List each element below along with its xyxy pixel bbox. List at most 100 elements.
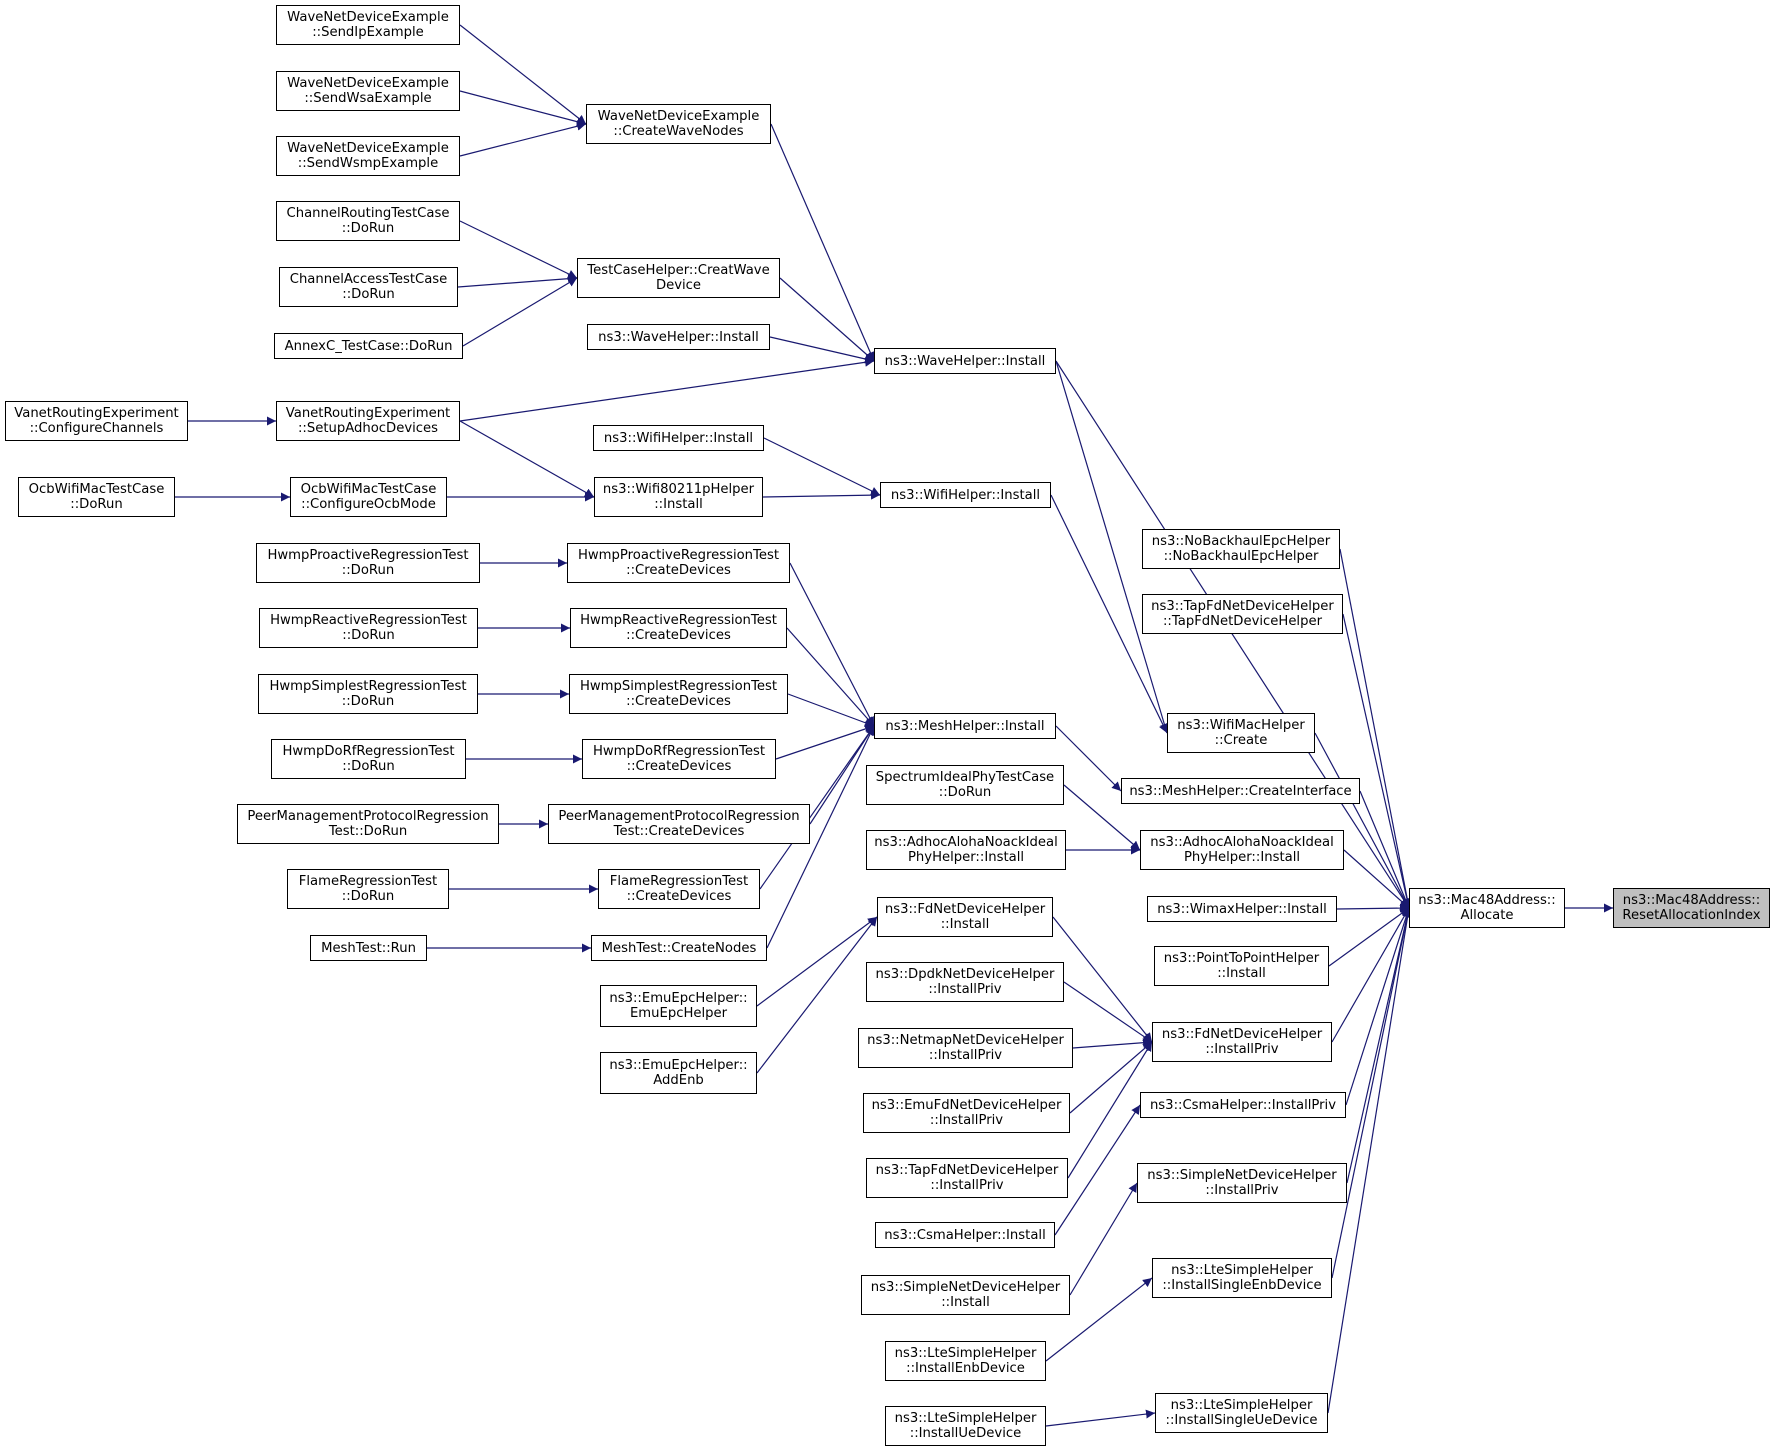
edge-n_emufd-to-n_fd_priv bbox=[1069, 1041, 1153, 1114]
node-dpdknetdevicehelper-installpriv[interactable]: ns3::DpdkNetDeviceHelper::InstallPriv bbox=[866, 962, 1064, 1002]
node-label-line: ChannelAccessTestCase bbox=[289, 272, 448, 287]
edge-n_adhoc-to-n_alloc bbox=[1343, 849, 1410, 909]
node-tapfdnetdevicehelper-installpriv[interactable]: ns3::TapFdNetDeviceHelper::InstallPriv bbox=[866, 1158, 1068, 1198]
node-meshhelper-createinterface[interactable]: ns3::MeshHelper::CreateInterface bbox=[1121, 778, 1360, 804]
node-ocbwifimactestcase-dorun[interactable]: OcbWifiMacTestCase::DoRun bbox=[18, 477, 175, 517]
node-channelaccesstestcase-dorun[interactable]: ChannelAccessTestCase::DoRun bbox=[279, 267, 458, 307]
edge-n_dpdk-to-n_fd_priv bbox=[1063, 981, 1153, 1043]
node-label-line: ::CreateDevices bbox=[626, 563, 731, 578]
node-label-line: ::TapFdNetDeviceHelper bbox=[1162, 614, 1322, 629]
node-hwmpproactiveregressiontest-createdevices[interactable]: HwmpProactiveRegressionTest::CreateDevic… bbox=[567, 543, 790, 583]
node-wavehelper-install[interactable]: ns3::WaveHelper::Install bbox=[874, 348, 1056, 374]
node-meshhelper-install[interactable]: ns3::MeshHelper::Install bbox=[874, 713, 1056, 739]
node-label-line: ns3::EmuEpcHelper:: bbox=[609, 991, 748, 1006]
edge-n_wave_inst-to-n_alloc bbox=[1055, 360, 1410, 909]
node-label-line: ::DoRun bbox=[341, 694, 395, 709]
node-channelroutingtestcase-dorun[interactable]: ChannelRoutingTestCase::DoRun bbox=[276, 201, 460, 241]
node-hwmpdorfregressiontest-createdevices[interactable]: HwmpDoRfRegressionTest::CreateDevices bbox=[582, 739, 776, 779]
node-meshtest-run[interactable]: MeshTest::Run bbox=[310, 935, 427, 961]
node-label-line: ns3::EmuEpcHelper:: bbox=[609, 1058, 748, 1073]
node-label-line: ::DoRun bbox=[342, 759, 395, 774]
node-label-line: ::InstallSingleEnbDevice bbox=[1162, 1278, 1322, 1293]
node-emuepchelper-addenb[interactable]: ns3::EmuEpcHelper::AddEnb bbox=[600, 1052, 757, 1094]
edge-n_lte_ue-to-n_alloc bbox=[1327, 907, 1413, 1414]
node-label-line: HwmpDoRfRegressionTest bbox=[282, 744, 455, 759]
node-hwmpreactiveregressiontest-createdevices[interactable]: HwmpReactiveRegressionTest::CreateDevice… bbox=[570, 608, 787, 648]
edge-n_wave_cwn-to-n_wave_inst bbox=[770, 123, 875, 362]
node-label-line: ::SendIpExample bbox=[312, 25, 424, 40]
node-label-line: ns3::AdhocAlohaNoackIdeal bbox=[1150, 835, 1334, 850]
node-simplenetdevicehelper-installpriv[interactable]: ns3::SimpleNetDeviceHelper::InstallPriv bbox=[1137, 1163, 1347, 1203]
node-wavenetdeviceexample-createwavenodes[interactable]: WaveNetDeviceExample::CreateWaveNodes bbox=[586, 104, 771, 144]
node-vanetroutingexperiment-configurechannels[interactable]: VanetRoutingExperiment::ConfigureChannel… bbox=[5, 401, 188, 441]
node-wavehelper-install-caller[interactable]: ns3::WaveHelper::Install bbox=[587, 324, 770, 350]
node-wifi80211phelper-install[interactable]: ns3::Wifi80211pHelper::Install bbox=[594, 477, 763, 517]
edge-n_lte_uedev-to-n_lte_ue bbox=[1045, 1409, 1156, 1427]
node-ltesimplehelper-installsingleenbdevice[interactable]: ns3::LteSimpleHelper::InstallSingleEnbDe… bbox=[1152, 1258, 1332, 1298]
node-hwmpdorfregressiontest-dorun[interactable]: HwmpDoRfRegressionTest::DoRun bbox=[271, 739, 466, 779]
node-hwmpproactiveregressiontest-dorun[interactable]: HwmpProactiveRegressionTest::DoRun bbox=[256, 543, 480, 583]
node-flameregressiontest-dorun[interactable]: FlameRegressionTest::DoRun bbox=[287, 869, 449, 909]
node-label-line: ::InstallPriv bbox=[1205, 1042, 1279, 1057]
node-fdnetdevicehelper-installpriv[interactable]: ns3::FdNetDeviceHelper::InstallPriv bbox=[1152, 1022, 1332, 1062]
edge-n_p2p-to-n_alloc bbox=[1328, 907, 1410, 967]
node-ltesimplehelper-installsingleuedevice[interactable]: ns3::LteSimpleHelper::InstallSingleUeDev… bbox=[1155, 1393, 1328, 1433]
node-ocbwifimactestcase-configureocbmode[interactable]: OcbWifiMacTestCase::ConfigureOcbMode bbox=[290, 477, 447, 517]
node-flameregressiontest-createdevices[interactable]: FlameRegressionTest::CreateDevices bbox=[598, 869, 760, 909]
node-pointtopointhelper-install[interactable]: ns3::PointToPointHelper::Install bbox=[1154, 946, 1329, 986]
node-wifimachelper-create[interactable]: ns3::WifiMacHelper::Create bbox=[1167, 713, 1315, 753]
node-label-line: EmuEpcHelper bbox=[629, 1006, 728, 1021]
node-wavenetdeviceexample-sendipexample[interactable]: WaveNetDeviceExample::SendIpExample bbox=[276, 5, 460, 45]
node-csmahelper-install[interactable]: ns3::CsmaHelper::Install bbox=[875, 1222, 1055, 1248]
edge-n_lte_enbdev-to-n_lte_enb bbox=[1045, 1277, 1153, 1362]
node-label-line: ::InstallEnbDevice bbox=[906, 1361, 1025, 1376]
node-fdnetdevicehelper-install[interactable]: ns3::FdNetDeviceHelper::Install bbox=[877, 897, 1053, 937]
node-label-line: ::CreateDevices bbox=[626, 694, 731, 709]
node-ltesimplehelper-installenbdevice[interactable]: ns3::LteSimpleHelper::InstallEnbDevice bbox=[885, 1341, 1046, 1381]
node-emuepchelper-ctor[interactable]: ns3::EmuEpcHelper::EmuEpcHelper bbox=[600, 985, 757, 1027]
node-hwmpsimplestregressiontest-dorun[interactable]: HwmpSimplestRegressionTest::DoRun bbox=[258, 674, 478, 714]
node-tapfdnetdevicehelper-ctor[interactable]: ns3::TapFdNetDeviceHelper::TapFdNetDevic… bbox=[1142, 594, 1343, 634]
edge-n_wave_sendip-to-n_wave_cwn bbox=[459, 24, 587, 125]
node-label-line: ::DoRun bbox=[938, 785, 992, 800]
node-wavenetdeviceexample-sendwsaexample[interactable]: WaveNetDeviceExample::SendWsaExample bbox=[276, 71, 460, 111]
node-spectrumidealphytestcase-dorun[interactable]: SpectrumIdealPhyTestCase::DoRun bbox=[866, 765, 1064, 805]
node-vanetroutingexperiment-setupadhocdevices[interactable]: VanetRoutingExperiment::SetupAdhocDevice… bbox=[276, 401, 460, 441]
node-label-line: HwmpProactiveRegressionTest bbox=[267, 548, 469, 563]
node-wifihelper-install[interactable]: ns3::WifiHelper::Install bbox=[880, 482, 1051, 508]
node-label-line: MeshTest::CreateNodes bbox=[601, 940, 757, 956]
node-hwmpreactiveregressiontest-dorun[interactable]: HwmpReactiveRegressionTest::DoRun bbox=[259, 608, 478, 648]
node-nobackhaulepchelper-ctor[interactable]: ns3::NoBackhaulEpcHelper::NoBackhaulEpcH… bbox=[1142, 529, 1340, 569]
node-wifihelper-install-caller[interactable]: ns3::WifiHelper::Install bbox=[593, 425, 764, 451]
node-label-line: HwmpProactiveRegressionTest bbox=[577, 548, 780, 563]
node-annexc-testcase-dorun[interactable]: AnnexC_TestCase::DoRun bbox=[274, 333, 463, 359]
edge-n_vanet_setup-to-n_wave_inst bbox=[459, 357, 875, 422]
node-label-line: ns3::LteSimpleHelper bbox=[1171, 1263, 1313, 1278]
node-emufdnetdevicehelper-installpriv[interactable]: ns3::EmuFdNetDeviceHelper::InstallPriv bbox=[863, 1093, 1070, 1133]
node-label-line: AddEnb bbox=[653, 1073, 704, 1088]
node-wavenetdeviceexample-sendwsmpexample[interactable]: WaveNetDeviceExample::SendWsmpExample bbox=[276, 136, 460, 176]
node-label-line: WaveNetDeviceExample bbox=[287, 10, 449, 25]
node-label-line: ns3::EmuFdNetDeviceHelper bbox=[871, 1098, 1062, 1113]
node-netmapnetdevicehelper-installpriv[interactable]: ns3::NetmapNetDeviceHelper::InstallPriv bbox=[858, 1028, 1073, 1068]
node-ltesimplehelper-installuedevice[interactable]: ns3::LteSimpleHelper::InstallUeDevice bbox=[885, 1406, 1046, 1446]
node-csmahelper-installpriv[interactable]: ns3::CsmaHelper::InstallPriv bbox=[1140, 1092, 1346, 1118]
edge-n_wifimac-to-n_alloc bbox=[1314, 732, 1410, 909]
node-hwmpsimplestregressiontest-createdevices[interactable]: HwmpSimplestRegressionTest::CreateDevice… bbox=[569, 674, 788, 714]
node-wimaxhelper-install[interactable]: ns3::WimaxHelper::Install bbox=[1147, 896, 1337, 922]
edge-n_flame_cd-to-n_mesh_inst bbox=[759, 725, 875, 890]
node-mac48address-allocate[interactable]: ns3::Mac48Address::Allocate bbox=[1409, 888, 1565, 928]
node-meshtest-createnodes[interactable]: MeshTest::CreateNodes bbox=[591, 935, 767, 961]
node-label-line: ::InstallSingleUeDevice bbox=[1165, 1413, 1318, 1428]
node-simplenetdevicehelper-install[interactable]: ns3::SimpleNetDeviceHelper::Install bbox=[861, 1275, 1070, 1315]
edge-n_spectrum-to-n_adhoc bbox=[1063, 784, 1141, 851]
node-label-line: ns3::WifiHelper::Install bbox=[603, 430, 754, 446]
node-label-line: ::CreateDevices bbox=[626, 889, 732, 904]
node-label-line: ns3::SimpleNetDeviceHelper bbox=[1147, 1168, 1337, 1183]
